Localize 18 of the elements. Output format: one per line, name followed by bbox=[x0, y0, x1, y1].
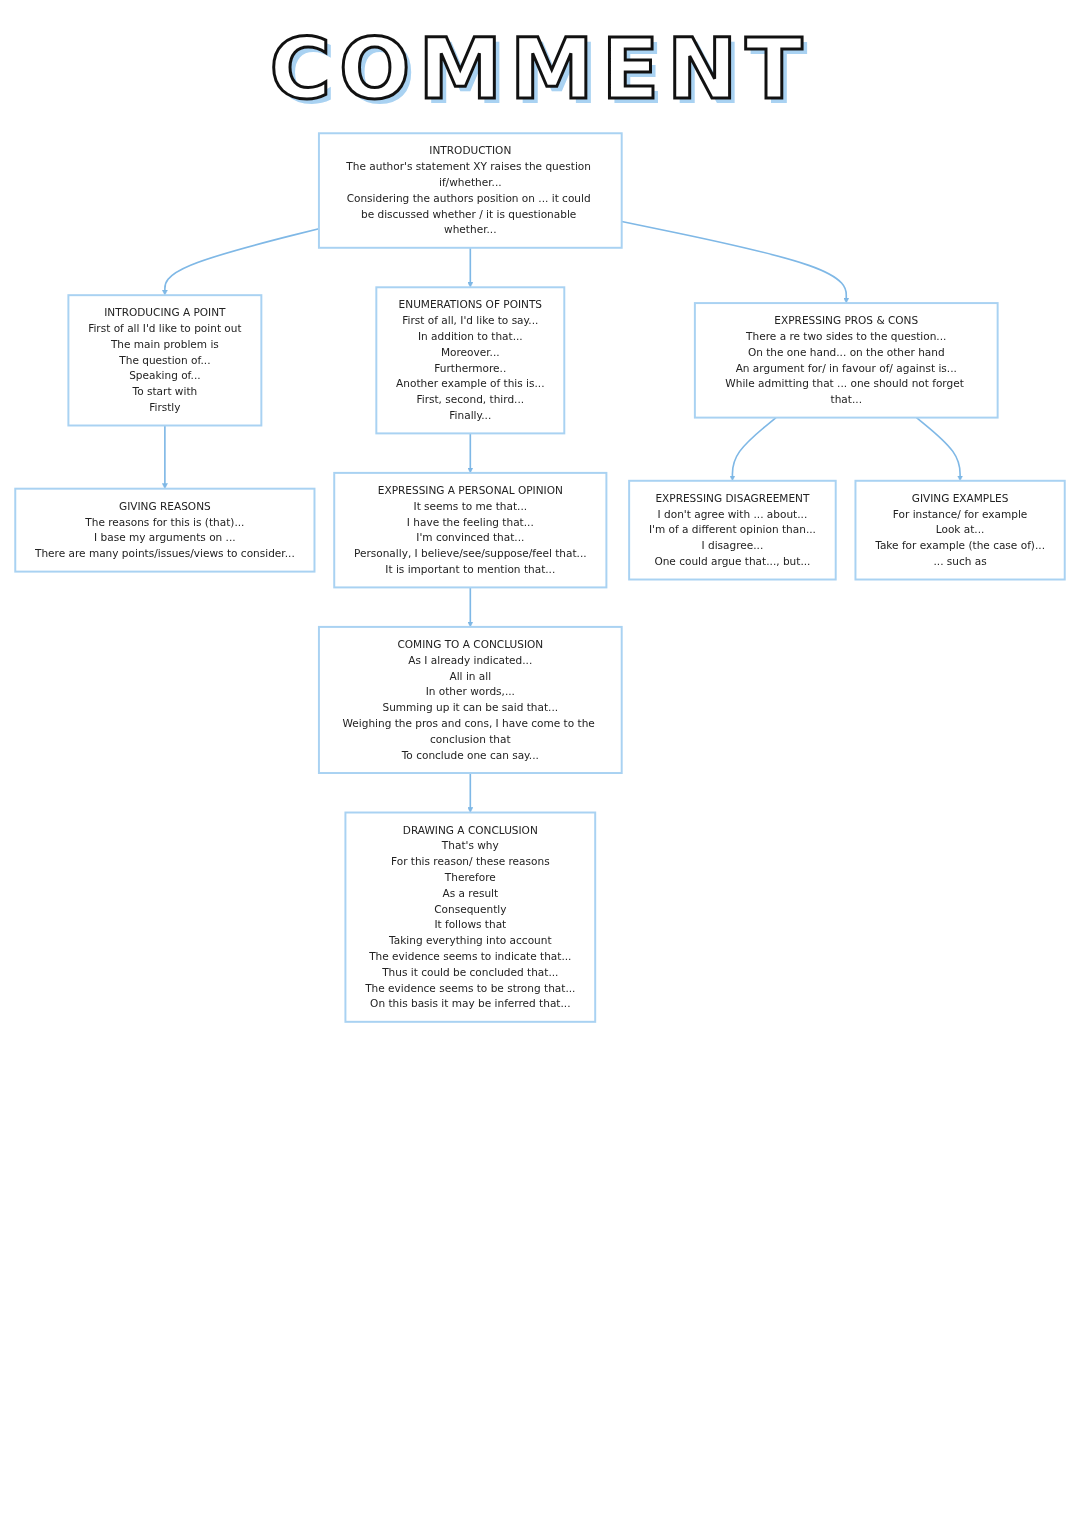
node-box: EXPRESSING PROS & CONS There a re two sides to the question... On the one hand... on the other hand An argument for/ in favour of/ against is... While admitting that ... one should not forget that... bbox=[693, 302, 999, 419]
node-box: INTRODUCTION The author's statement XY raises the question if/whether... Considering the authors position on ... it could be discussed whether / it is questionable whether... bbox=[317, 132, 623, 249]
arrow bbox=[162, 424, 168, 489]
node-box: COMING TO A CONCLUSION As I already indicated... All in all In other words,... Summing up it can be said that... Weighing the pros and cons, I have come to the conclusion that To conclude one can say... bbox=[317, 625, 623, 774]
node-box: INTRODUCING A POINT First of all I'd like to point out The main problem is The question of... Speaking of... To start with Firstly bbox=[67, 294, 263, 427]
arrow bbox=[467, 586, 474, 628]
node-box: EXPRESSING A PERSONAL OPINION It seems to me that... I have the feeling that... I'm convinced that... Personally, I believe/see/suppose/feel that... It is important to mention that... bbox=[333, 471, 608, 589]
node-box: DRAWING A CONCLUSION That's why For this reason/ these reasons Therefore As a result Consequently It follows that Taking everything into account The evidence seems to indicate that... Thus it could be concluded that... The evidence seems to be strong that... On this basis it may be inferred that... bbox=[344, 811, 597, 1023]
arrow bbox=[915, 416, 963, 482]
arrow bbox=[467, 772, 474, 813]
arrow bbox=[467, 432, 474, 474]
title: COMMENT bbox=[268, 20, 812, 118]
node-box: GIVING EXAMPLES For instance/ for example Look at... Take for example (the case of)... ... such as bbox=[854, 479, 1066, 581]
node-box: GIVING REASONS The reasons for this is (that)... I base my arguments on ... There are many points/issues/views to consider... bbox=[14, 487, 316, 573]
arrow bbox=[729, 416, 777, 482]
arrow bbox=[467, 246, 474, 288]
node-box: EXPRESSING DISAGREEMENT I don't agree with ... about... I'm of a different opinion than... I disagree... One could argue that..., but... bbox=[628, 479, 837, 581]
node-box: ENUMERATIONS OF POINTS First of all, I'd like to say... In addition to that... Moreover... Furthermore.. Another example of this is... First, second, third... Finally... bbox=[375, 286, 566, 435]
